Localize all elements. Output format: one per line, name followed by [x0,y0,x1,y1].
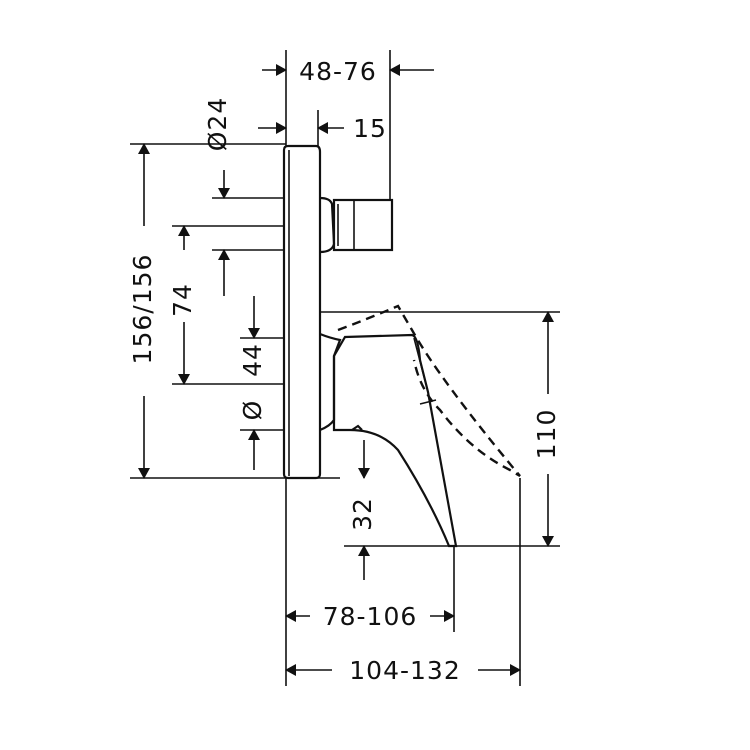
diverter-knob [319,196,336,254]
label-reach-78-106: 78-106 [323,602,418,631]
label-height-156: 156/156 [128,254,157,365]
label-diameter-symbol: Ø [238,400,267,421]
faucet-outline [282,144,521,548]
dimension-labels: 48-76 Ø24 15 156/156 74 44 Ø 110 32 78-1… [128,57,561,685]
label-32: 32 [348,497,377,531]
label-44: 44 [238,343,267,377]
label-diameter-24: Ø24 [203,97,232,152]
mixer-lever [332,333,458,548]
label-width-range: 48-76 [299,57,377,86]
mixer-lever-alternate [337,304,521,478]
mixer-body [319,332,342,432]
label-110: 110 [532,409,561,460]
dimension-lines [130,50,560,686]
label-74: 74 [168,283,197,317]
diverter-handle [332,198,394,252]
label-reach-104-132: 104-132 [349,656,460,685]
label-15: 15 [353,114,387,143]
